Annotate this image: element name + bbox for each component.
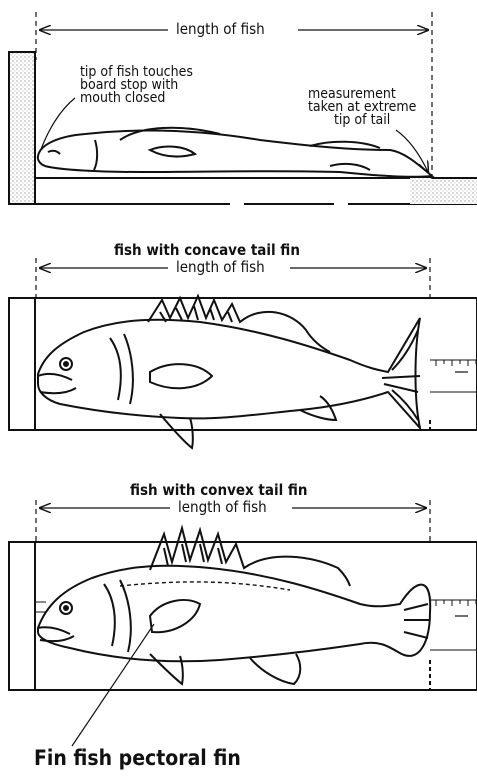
panel-3-length-label: length of fish xyxy=(178,500,267,515)
panel-2-title: fish with concave tail fin xyxy=(114,243,300,258)
caption: Fin fish pectoral fin xyxy=(34,748,241,769)
panel-1-note-left: tip of fish touches board stop with mout… xyxy=(80,66,193,105)
panel-2-board xyxy=(9,298,477,430)
fish-2-outline xyxy=(38,296,420,448)
note-left-line-3: mouth closed xyxy=(80,92,193,105)
note-right-line-3: tip of tail xyxy=(308,114,416,127)
panel-2-length-label: length of fish xyxy=(176,260,265,275)
panel-1-length-label: length of fish xyxy=(176,22,265,37)
fish-3-outline xyxy=(38,528,430,684)
panel-2-ruler xyxy=(430,360,477,392)
fish-1-outline xyxy=(38,128,432,177)
panel-1-note-right: measurement taken at extreme tip of tail xyxy=(308,88,416,127)
panel-3-title: fish with convex tail fin xyxy=(130,483,308,498)
